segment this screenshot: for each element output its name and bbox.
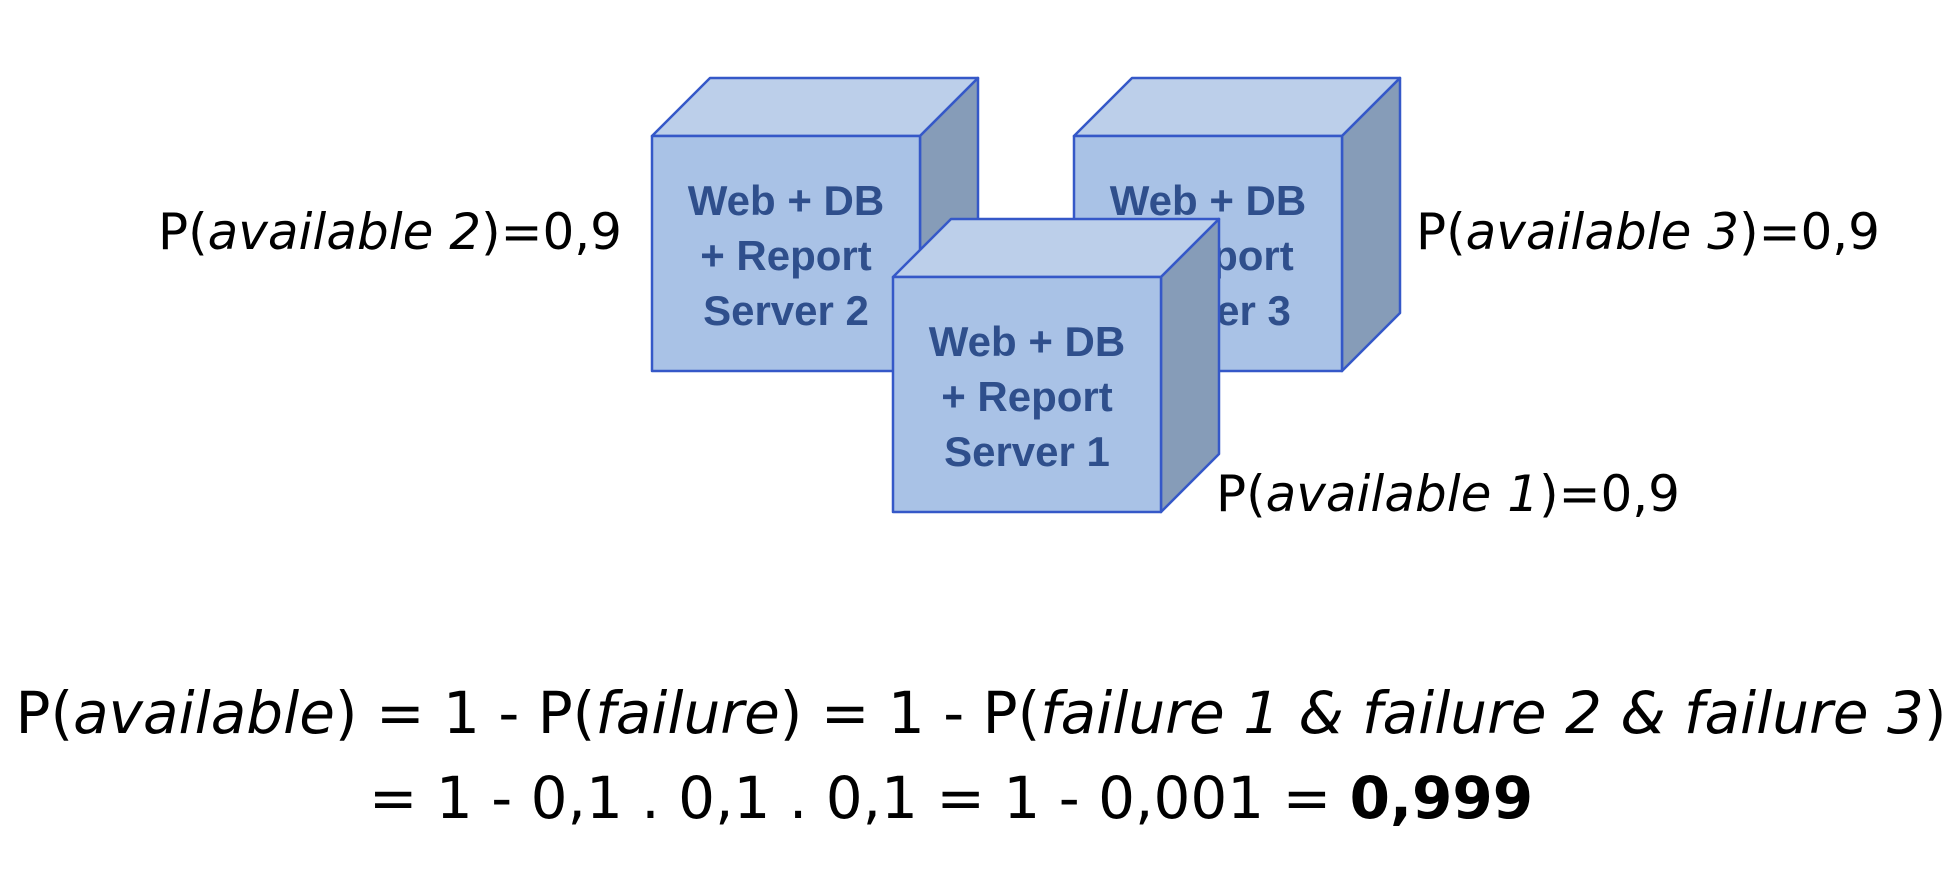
server-1-label-line1: Web + DB (929, 318, 1125, 365)
probability-server-2: P(available 2)=0,9 (158, 203, 622, 261)
formula-line-2: = 1 - 0,1 . 0,1 . 0,1 = 1 - 0,001 = 0,99… (369, 764, 1533, 832)
server-1-label-line2: + Report (941, 373, 1113, 420)
server-1-cube-front (891, 275, 1163, 514)
server-1-cube: Web + DB + Report Server 1 (891, 217, 1221, 514)
server-2-cube-front (650, 134, 922, 373)
server-2-label-line3: Server 2 (703, 287, 869, 334)
probability-server-3: P(available 3)=0,9 (1416, 203, 1880, 261)
server-2-label-line1: Web + DB (688, 177, 884, 224)
probability-server-1: P(available 1)=0,9 (1216, 465, 1680, 523)
server-2-label-line2: + Report (700, 232, 872, 279)
formula-line-1: P(available) = 1 - P(failure) = 1 - P(fa… (16, 679, 1947, 747)
server-3-label-line1: Web + DB (1110, 177, 1306, 224)
server-1-label-line3: Server 1 (944, 428, 1110, 475)
formula-result: 0,999 (1350, 764, 1533, 832)
